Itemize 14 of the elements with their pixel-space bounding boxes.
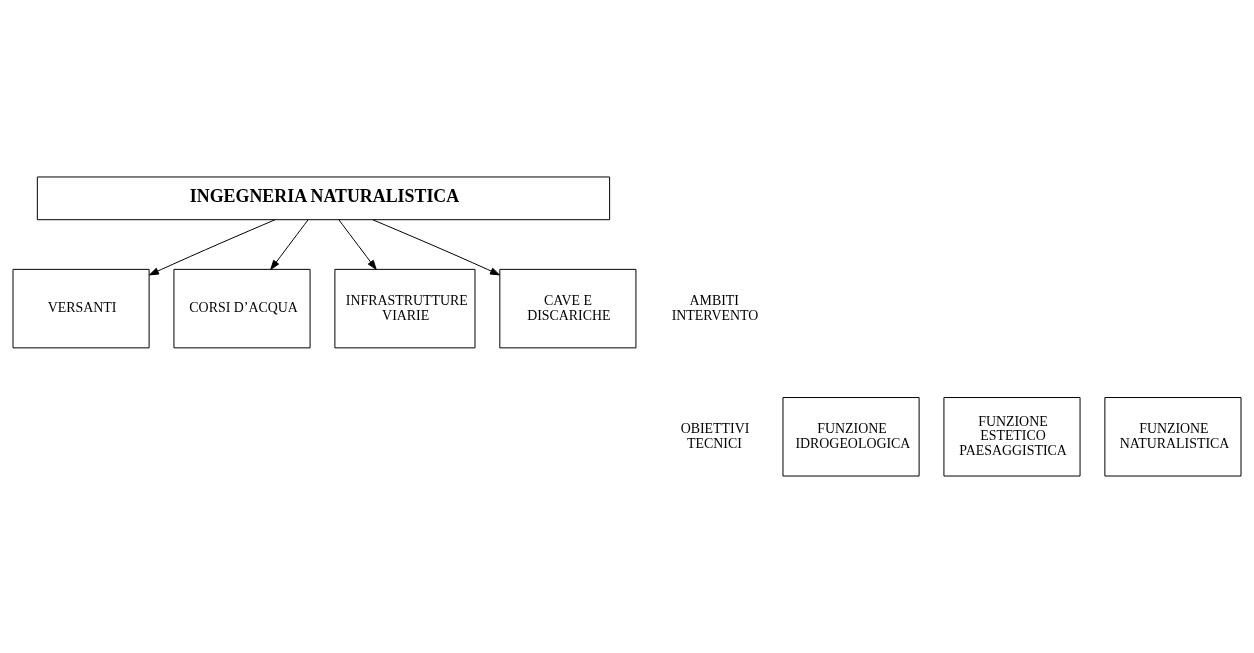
arrow [338,219,377,270]
node-box: CAVE E DISCARICHE [499,268,637,349]
arrow [270,219,309,270]
label: AMBITI INTERVENTO [671,292,759,323]
node-box: FUNZIONE NATURALISTICA [1104,397,1242,477]
node-box: FUNZIONE IDROGEOLOGICA [782,397,920,477]
arrow [372,219,500,276]
node-box: INFRASTRUTTURE VIARIE [334,268,476,349]
label: OBIETTIVI TECNICI [680,421,750,451]
node-box: VERSANTI [12,268,150,349]
node-box: INGEGNERIA NATURALISTICA [36,176,611,221]
node-box: CORSI D’ACQUA [173,268,311,349]
arrow [148,219,276,276]
node-box: FUNZIONE ESTETICO PAESAGGISTICA [943,397,1081,477]
